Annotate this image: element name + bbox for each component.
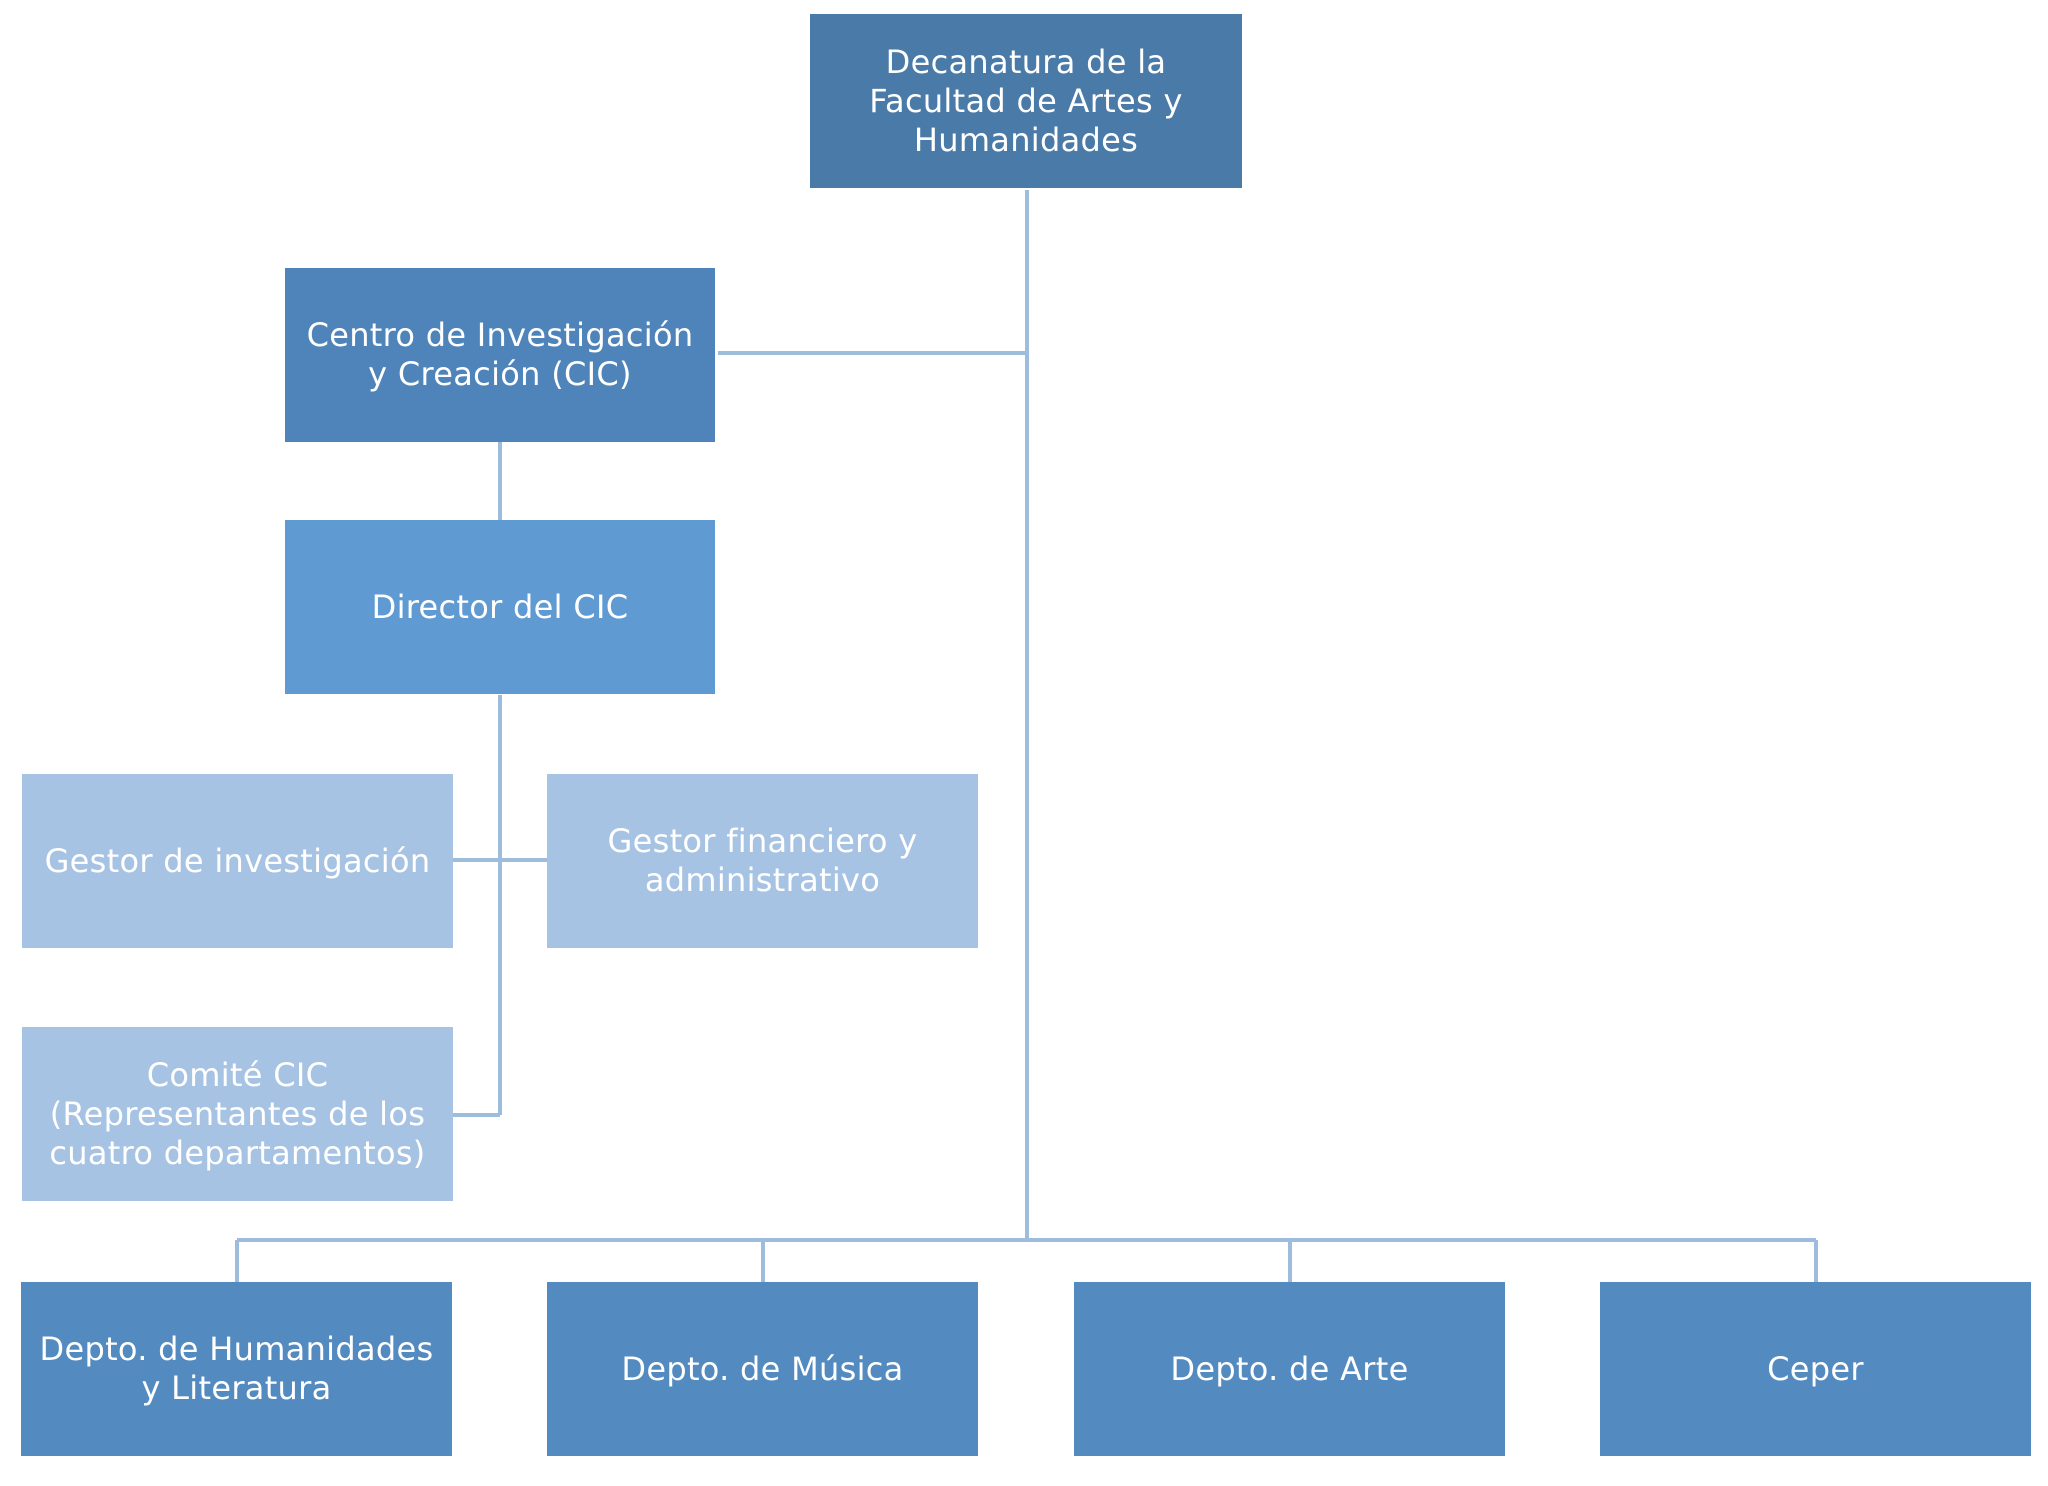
department-label: Depto. de Humanidades y Literatura [39,1330,434,1407]
research-manager-label: Gestor de investigación [44,841,431,880]
dean-box: Decanatura de la Facultad de Artes y Hum… [810,14,1242,188]
department-box: Depto. de Música [547,1282,978,1456]
research-manager-box: Gestor de investigación [22,774,453,948]
department-label: Depto. de Música [621,1349,904,1388]
department-label: Ceper [1767,1349,1864,1388]
research-center-box: Centro de Investigación y Creación (CIC) [285,268,715,442]
committee-label: Comité CIC (Representantes de los cuatro… [49,1055,426,1172]
financial-manager-label: Gestor financiero y administrativo [607,822,918,899]
department-box: Depto. de Arte [1074,1282,1505,1456]
department-box: Ceper [1600,1282,2031,1456]
director-label: Director del CIC [371,587,629,626]
committee-box: Comité CIC (Representantes de los cuatro… [22,1027,453,1201]
dean-label: Decanatura de la Facultad de Artes y Hum… [869,42,1183,159]
department-box: Depto. de Humanidades y Literatura [21,1282,452,1456]
department-label: Depto. de Arte [1170,1349,1409,1388]
director-box: Director del CIC [285,520,715,694]
research-center-label: Centro de Investigación y Creación (CIC) [306,316,694,393]
financial-manager-box: Gestor financiero y administrativo [547,774,978,948]
